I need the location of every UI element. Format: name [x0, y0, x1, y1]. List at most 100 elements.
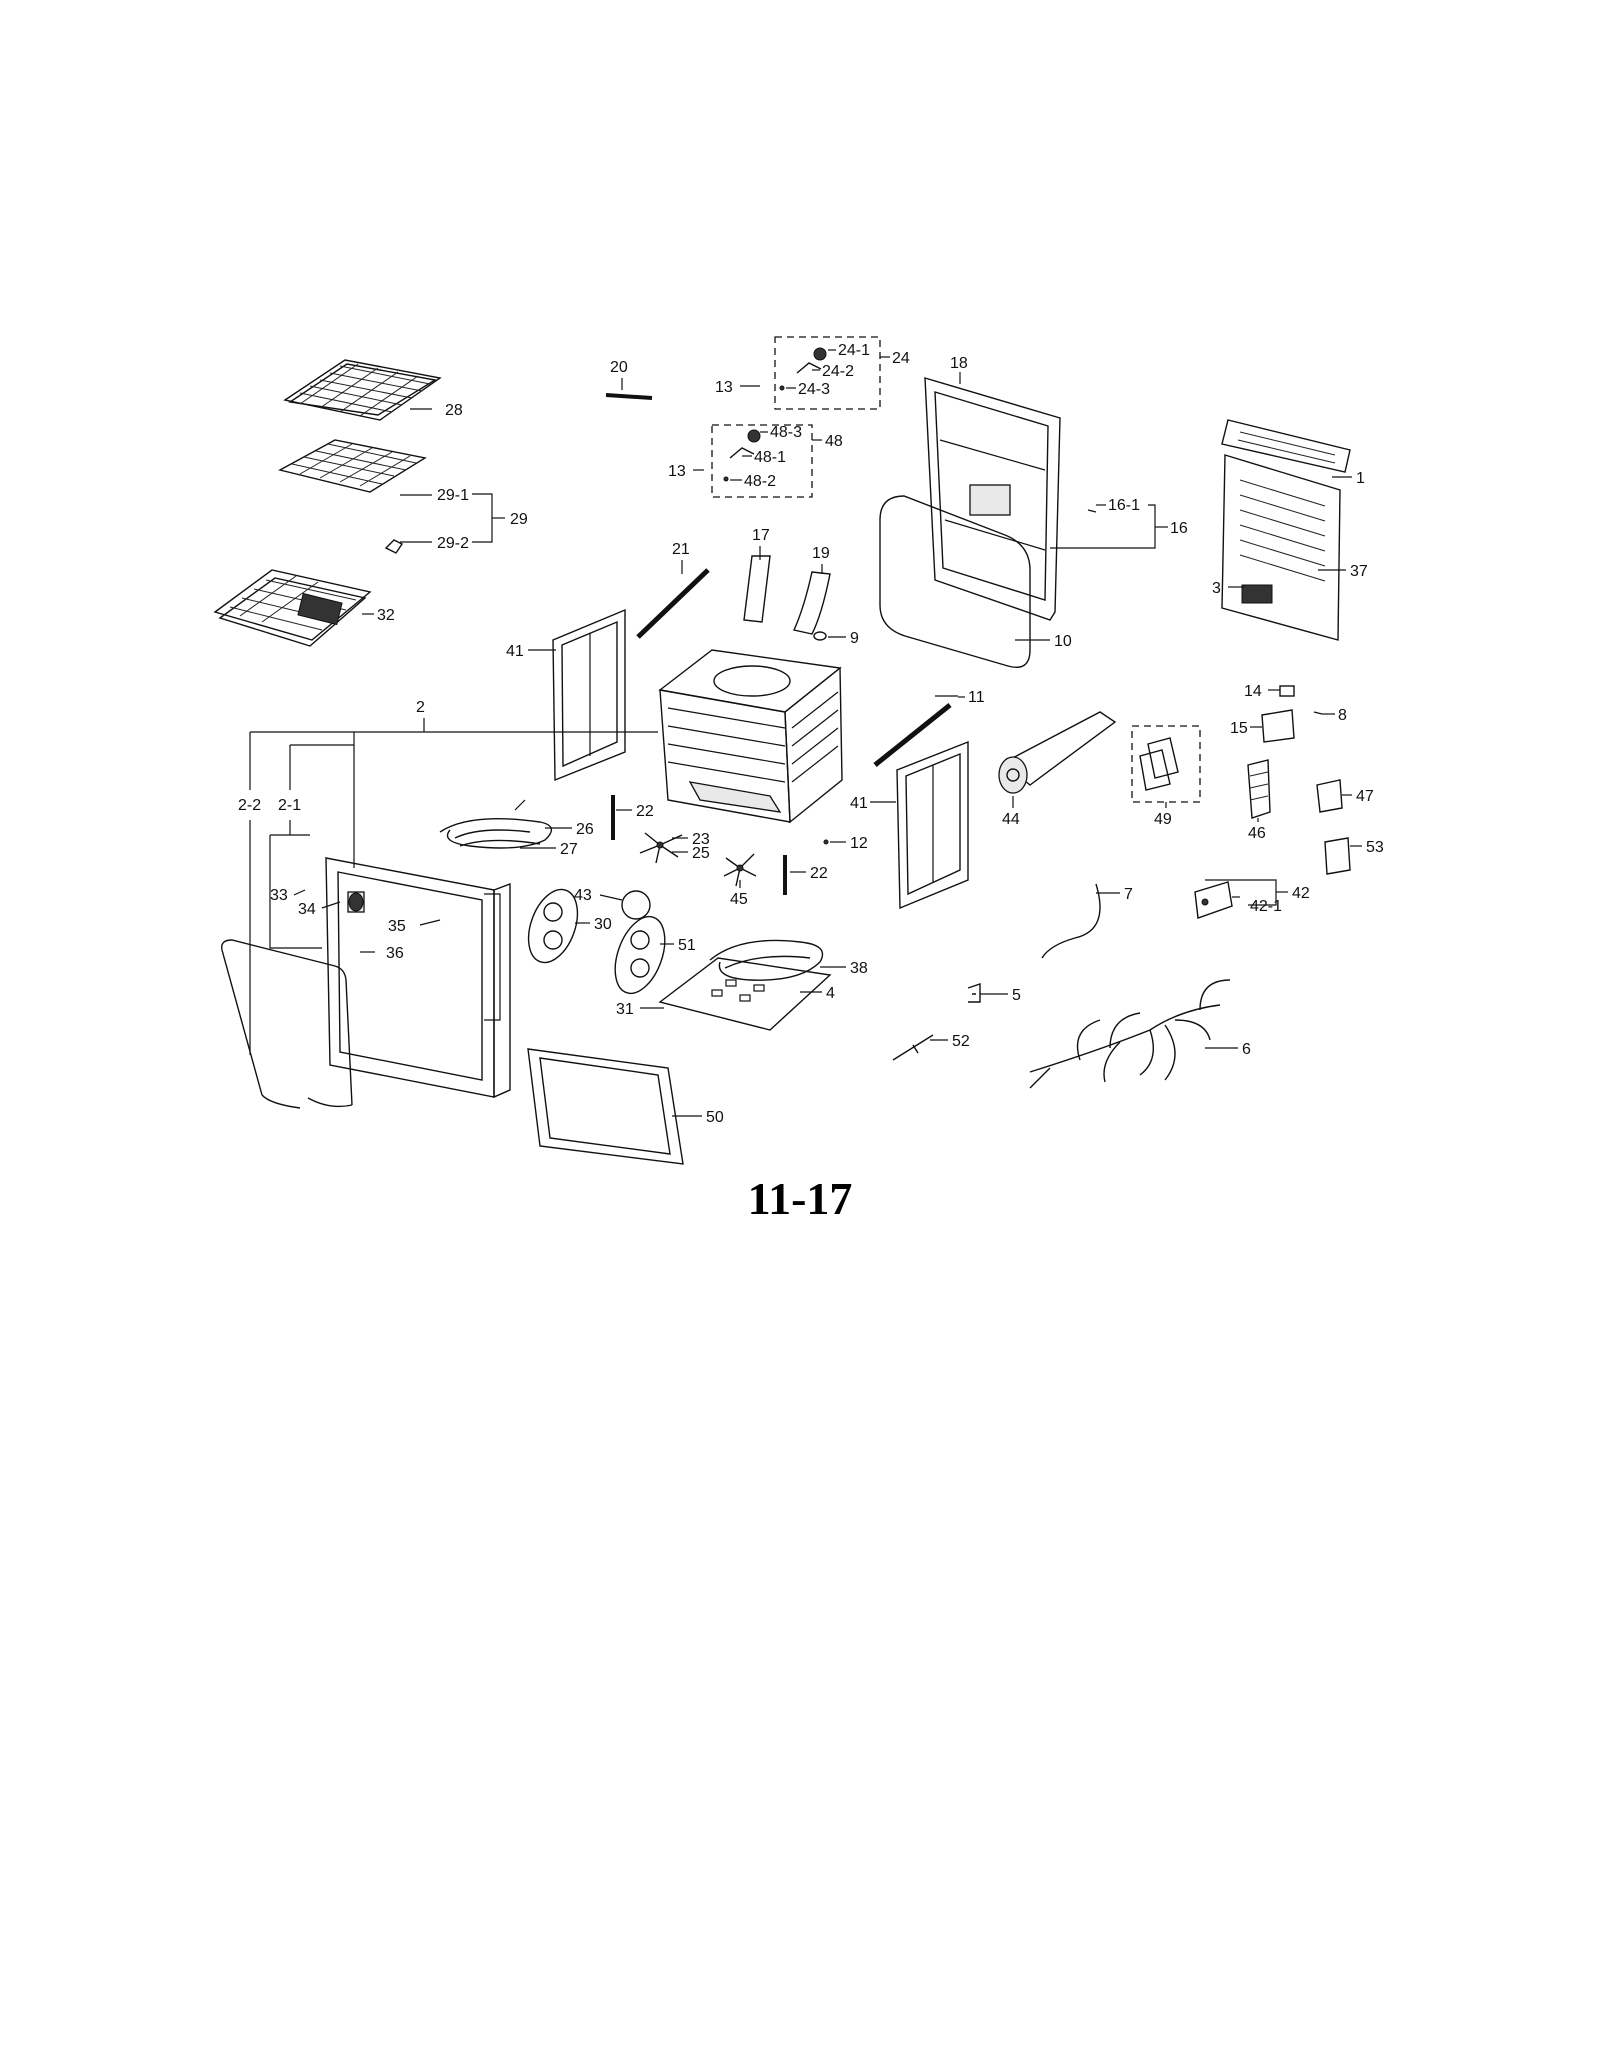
- label-13-bottom: 13: [668, 463, 686, 480]
- label-16: 16: [1170, 520, 1188, 537]
- label-3: 3: [1212, 580, 1221, 597]
- part-1-vent-cover: [1221, 419, 1351, 473]
- label-7: 7: [1124, 886, 1133, 903]
- part-9-washer: [813, 631, 827, 641]
- label-36: 36: [386, 945, 404, 962]
- label-9: 9: [850, 630, 859, 647]
- part-30-cover: [527, 888, 579, 964]
- label-48: 48: [825, 433, 843, 450]
- label-31: 31: [616, 1001, 634, 1018]
- part-48-1-hinge: [729, 447, 755, 459]
- label-34: 34: [298, 901, 316, 918]
- part-28-oven-rack: [283, 359, 442, 421]
- label-16-1: 16-1: [1108, 497, 1140, 514]
- label-35: 35: [388, 918, 406, 935]
- label-5: 5: [1012, 987, 1021, 1004]
- label-1: 1: [1356, 470, 1365, 487]
- part-44-duct: [998, 711, 1117, 794]
- part-8-screw: [1313, 711, 1323, 715]
- part-29-1-oven-rack: [278, 439, 427, 493]
- group-24-box: [774, 336, 881, 410]
- label-52: 52: [952, 1033, 970, 1050]
- label-25: 25: [692, 845, 710, 862]
- part-6-wire-harness: [1029, 979, 1231, 1089]
- part-50-door-frame: [527, 1048, 684, 1165]
- label-48-2: 48-2: [744, 473, 776, 490]
- part-20-rod: [605, 393, 653, 400]
- part-42-switch: [1194, 881, 1233, 919]
- label-24-2: 24-2: [822, 363, 854, 380]
- part-11-rail: [873, 703, 952, 767]
- label-22-right: 22: [810, 865, 828, 882]
- label-6: 6: [1242, 1041, 1251, 1058]
- label-12: 12: [850, 835, 868, 852]
- label-42: 42: [1292, 885, 1310, 902]
- label-37: 37: [1350, 563, 1368, 580]
- diagram-caption: 11-17: [747, 1173, 853, 1224]
- label-24-3: 24-3: [798, 381, 830, 398]
- part-52-sensor: [892, 1034, 934, 1061]
- part-29-2-clip: [384, 539, 404, 554]
- label-2: 2: [416, 699, 425, 716]
- part-7-wire: [1041, 883, 1101, 959]
- part-31-bottom-tray: [658, 957, 832, 1031]
- part-51-cover: [614, 915, 666, 995]
- part-32-broil-rack: [213, 569, 372, 647]
- part-47-bracket: [1316, 779, 1343, 813]
- part-21-rail: [636, 568, 710, 639]
- label-38: 38: [850, 960, 868, 977]
- label-41-left: 41: [506, 643, 524, 660]
- part-18-back-frame: [924, 377, 1061, 621]
- part-12-pin: [823, 839, 829, 845]
- part-37-back-panel: [1221, 454, 1341, 641]
- label-29-1: 29-1: [437, 487, 469, 504]
- label-8: 8: [1338, 707, 1347, 724]
- label-13-top: 13: [715, 379, 733, 396]
- part-45-fan-blade: [723, 853, 757, 887]
- label-14: 14: [1244, 683, 1262, 700]
- part-10-insulation: [879, 495, 1031, 668]
- label-17: 17: [752, 527, 770, 544]
- label-21: 21: [672, 541, 690, 558]
- label-48-1: 48-1: [754, 449, 786, 466]
- label-24-1: 24-1: [838, 342, 870, 359]
- label-27: 27: [560, 841, 578, 858]
- part-41-left-frame: [552, 608, 626, 782]
- part-53-box: [1324, 837, 1351, 875]
- part-2-2-door-gasket: [221, 939, 353, 1109]
- part-14-bracket: [1279, 685, 1295, 697]
- part-15-bracket: [1261, 709, 1295, 743]
- label-50: 50: [706, 1109, 724, 1126]
- label-53: 53: [1366, 839, 1384, 856]
- part-48-2-screw: [723, 476, 729, 482]
- part-24-2-hinge: [796, 362, 822, 374]
- part-24-3-screw: [779, 385, 785, 391]
- oven-cavity: [658, 649, 843, 824]
- label-22-left: 22: [636, 803, 654, 820]
- label-10: 10: [1054, 633, 1072, 650]
- leader-lines: [249, 349, 1362, 1117]
- label-20: 20: [610, 359, 628, 376]
- label-2-1: 2-1: [278, 797, 301, 814]
- label-15: 15: [1230, 720, 1248, 737]
- part-49-filter-a: [1147, 737, 1179, 779]
- label-11: 11: [968, 689, 985, 706]
- part-48-3-knob: [747, 429, 761, 443]
- label-45: 45: [730, 891, 748, 908]
- label-51: 51: [678, 937, 696, 954]
- part-16-1-screw: [1087, 509, 1097, 513]
- label-43: 43: [574, 887, 592, 904]
- label-2-2: 2-2: [238, 797, 261, 814]
- label-29: 29: [510, 511, 528, 528]
- part-17-duct: [743, 555, 771, 623]
- label-4: 4: [826, 985, 835, 1002]
- part-23-25-fan: [639, 832, 683, 864]
- label-26: 26: [576, 821, 594, 838]
- part-43-ring: [621, 890, 651, 920]
- part-5-clip: [967, 983, 981, 1003]
- label-33: 33: [270, 887, 288, 904]
- part-26-bake-heater: [439, 799, 553, 849]
- part-2-door-assembly: [325, 857, 511, 1099]
- label-49: 49: [1154, 811, 1172, 828]
